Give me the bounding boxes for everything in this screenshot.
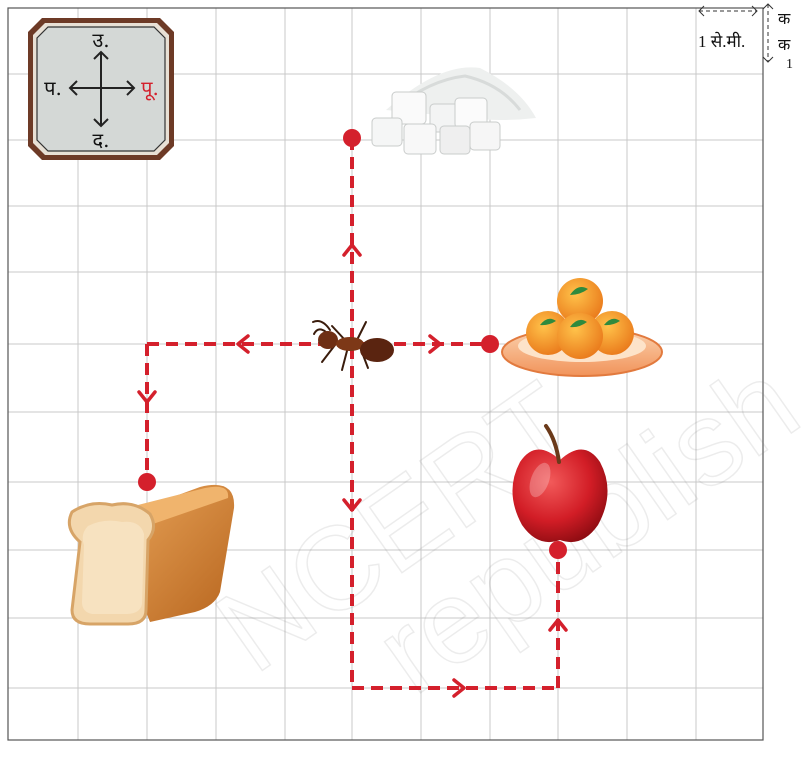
scale-vertical-label-3: 1 (786, 57, 793, 72)
bread-endpoint (138, 473, 156, 491)
laddoo-plate-icon (502, 278, 662, 376)
compass-west-label: प. (44, 76, 62, 100)
sugar-endpoint (343, 129, 361, 147)
bread-icon (69, 485, 234, 624)
laddoo-endpoint (481, 335, 499, 353)
scale-legend: 1 से.मी. क क 1 (698, 4, 793, 72)
scale-vertical-label-1: क (778, 11, 791, 28)
scale-horizontal-label: 1 से.मी. (698, 31, 745, 51)
compass-north-label: उ. (92, 28, 109, 52)
compass-box: उ. द. प. पू. (28, 18, 174, 160)
compass-south-label: द. (93, 128, 110, 152)
scale-vertical-label-2: क (778, 37, 791, 54)
sugar-cubes-icon (372, 67, 536, 154)
compass-east-label: पू. (141, 76, 159, 101)
apple-endpoint (549, 541, 567, 559)
